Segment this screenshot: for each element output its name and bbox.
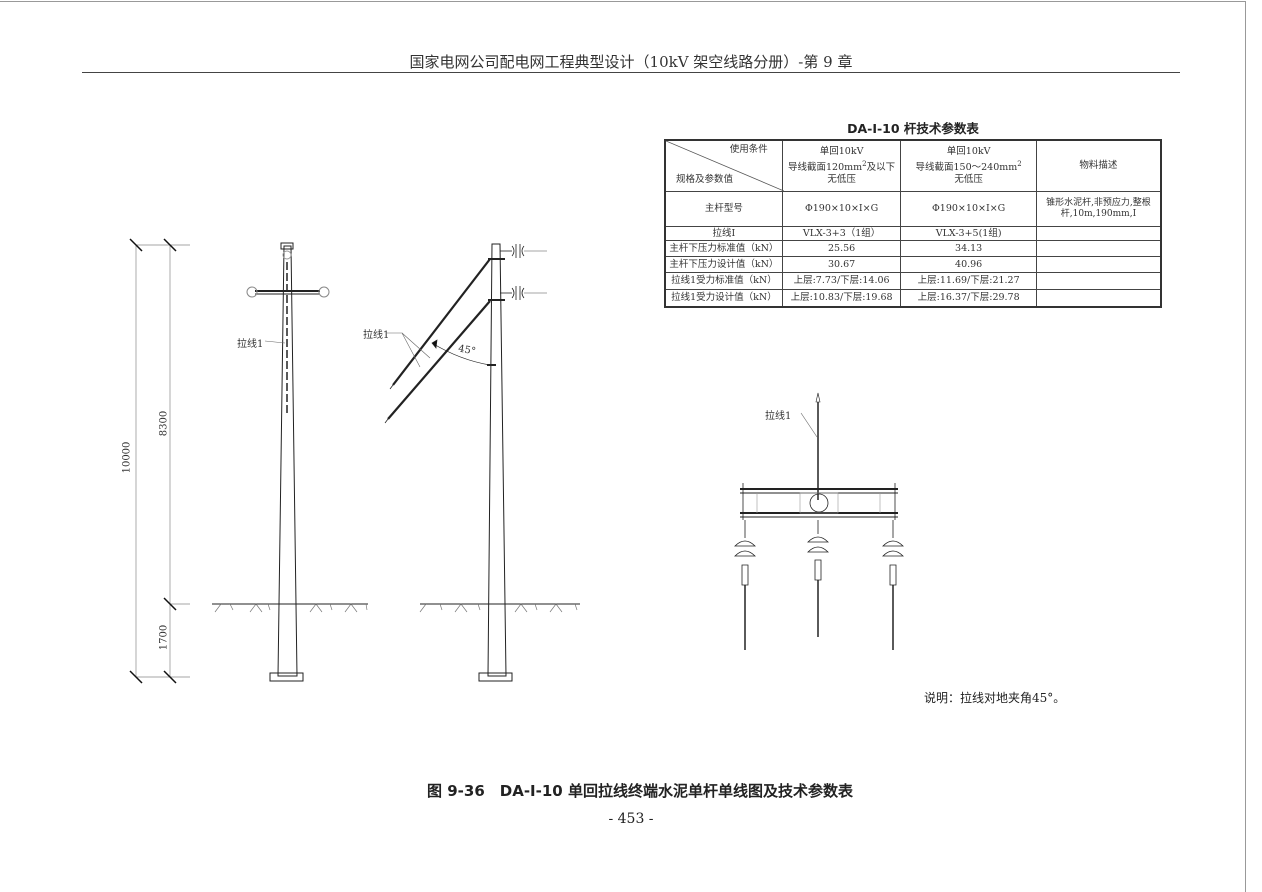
dimension-ticks [129, 238, 177, 684]
figure-caption: 图 9-36 DA-I-10 单回拉线终端水泥单杆单线图及技术参数表 [427, 782, 853, 800]
table-row: 主杆下压力标准值（kN） 25.56 34.13 [664, 240, 1162, 257]
row-value-3 [1035, 289, 1162, 307]
dimension-below-ground-label: 1700 [158, 624, 170, 651]
row-label: 拉线1受力设计值（kN） [664, 289, 783, 307]
guy-wires [384, 258, 491, 424]
guy-wire-label-side: 拉线1 [363, 330, 390, 341]
col2-line2: 导线截面150～240mm2 [903, 158, 1033, 174]
col1-line3: 无低压 [827, 174, 856, 186]
suspension-insulators [734, 520, 904, 650]
column-header-2: 单回10kV 导线截面150～240mm2 无低压 [900, 139, 1037, 192]
col1-sup: 2 [862, 159, 867, 168]
top-view-crossarm [740, 392, 898, 520]
col2-line3: 无低压 [954, 174, 983, 186]
table-row: 拉线1受力标准值（kN） 上层:7.73/下层:14.06 上层:11.69/下… [664, 272, 1162, 290]
table-row: 主杆下压力设计值（kN） 30.67 40.96 [664, 256, 1162, 273]
row-value-2: 上层:16.37/下层:29.78 [900, 289, 1037, 307]
row-value-3: 锥形水泥杆,非预应力,整根杆,10m,190mm,I [1035, 191, 1162, 227]
pin-insulator-upper [500, 244, 547, 258]
column-header-3: 物料描述 [1035, 139, 1162, 192]
dimension-total-label: 10000 [121, 441, 133, 474]
col2-text: 导线截面150～240mm [915, 162, 1018, 174]
table-row: 拉线I VLX-3+3（1组） VLX-3+5(1组) [664, 226, 1162, 241]
col1-text-b: 及以下 [866, 162, 896, 174]
technical-parameter-table: 使用条件 规格及参数值 单回10kV 导线截面120mm2及以下 无低压 单回1… [664, 139, 1162, 308]
diagonal-line [666, 141, 784, 191]
dimension-lines [135, 244, 190, 678]
corner-cell: 使用条件 规格及参数值 [664, 139, 784, 192]
page-header-title: 国家电网公司配电网工程典型设计（10kV 架空线路分册）-第 9 章 [409, 53, 853, 71]
ground-line-front [212, 603, 368, 613]
guy-wire-label-top: 拉线1 [765, 411, 792, 422]
angle-arc [431, 339, 491, 366]
page-frame-top [0, 1, 1246, 2]
ground-line-side [419, 603, 580, 613]
guy-wire-label-front: 拉线1 [237, 339, 264, 350]
page-number: - 453 - [608, 811, 654, 827]
col1-text: 导线截面120mm [788, 162, 863, 174]
leader-line [264, 340, 286, 344]
table-title: DA-I-10 杆技术参数表 [847, 121, 979, 136]
page-frame-right [1245, 1, 1246, 892]
row-value-2: Φ190×10×I×G [900, 191, 1037, 227]
corner-bottom-label: 规格及参数值 [676, 174, 734, 185]
col1-line2: 导线截面120mm2及以下 [785, 158, 899, 174]
front-view-pole [246, 242, 330, 682]
col1-line1: 单回10kV [819, 145, 864, 157]
col2-sup: 2 [1017, 159, 1022, 168]
table-row: 拉线1受力设计值（kN） 上层:10.83/下层:19.68 上层:16.37/… [664, 289, 1162, 307]
col2-line1: 单回10kV [946, 145, 991, 157]
side-view-pole [478, 243, 513, 682]
corner-top-label: 使用条件 [729, 144, 768, 155]
drawing-note: 说明：拉线对地夹角45°。 [924, 691, 1066, 705]
dimension-above-ground-label: 8300 [158, 410, 170, 437]
header-divider [82, 72, 1180, 73]
table-row: 主杆型号 Φ190×10×I×G Φ190×10×I×G 锥形水泥杆,非预应力,… [664, 191, 1162, 227]
leader-line [387, 332, 431, 368]
pin-insulator-lower [500, 286, 547, 300]
